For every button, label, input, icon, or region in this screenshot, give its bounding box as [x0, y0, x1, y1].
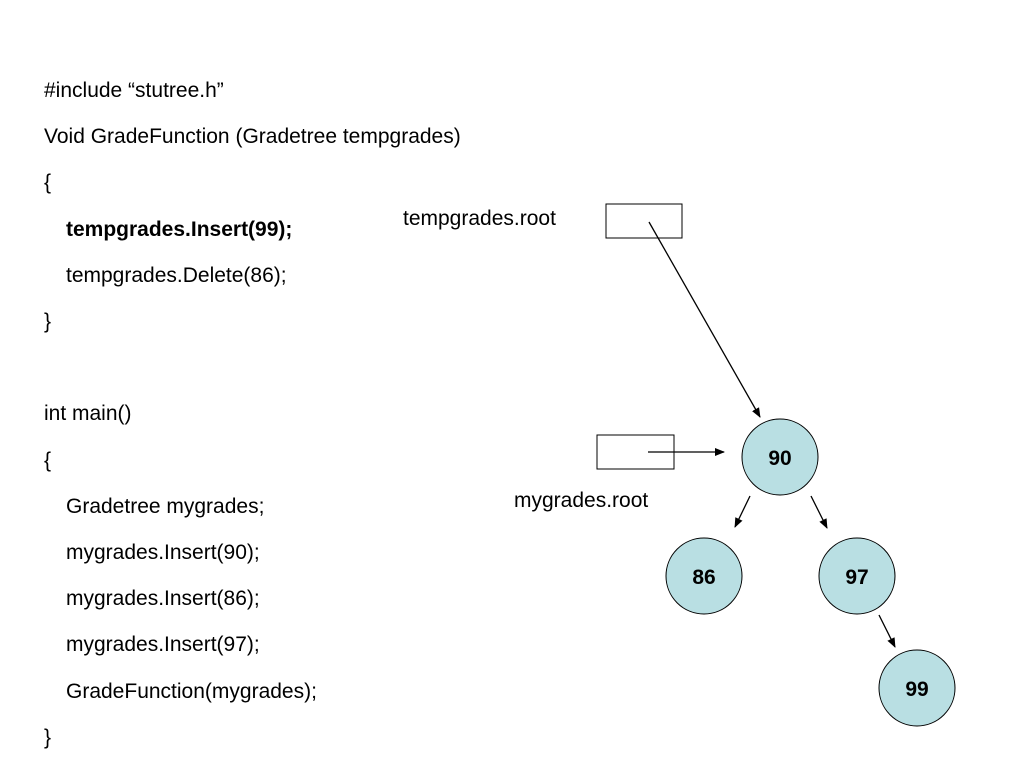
code-line: GradeFunction(mygrades); — [66, 679, 317, 703]
node-value: 90 — [768, 447, 791, 470]
tree-node-86: 86 — [665, 537, 743, 615]
tree-node-90: 90 — [741, 418, 819, 496]
edge-90-97 — [810, 495, 828, 529]
node-value: 86 — [692, 566, 715, 589]
node-value: 97 — [845, 566, 868, 589]
node-circle — [741, 418, 819, 496]
edge-97-99 — [878, 614, 896, 648]
node-circle — [665, 537, 743, 615]
code-line: tempgrades.Insert(99); — [66, 217, 293, 241]
code-line: mygrades.Insert(86); — [66, 587, 260, 611]
tempgrades-root-box — [605, 203, 683, 239]
mygrades-root-label: mygrades.root — [514, 489, 649, 512]
node-circle — [878, 649, 956, 727]
node-circle — [818, 537, 896, 615]
code-line: tempgrades.Delete(86); — [66, 263, 287, 287]
edge-90-86 — [734, 495, 751, 528]
tree-node-99: 99 — [878, 649, 956, 727]
code-line: } — [44, 310, 52, 333]
tempgrades-root-arrow — [648, 221, 761, 418]
tempgrades-root-label: tempgrades.root — [403, 207, 556, 230]
code-line: { — [44, 448, 52, 472]
code-line: Gradetree mygrades; — [66, 494, 265, 518]
tree-node-97: 97 — [818, 537, 896, 615]
code-line: Void GradeFunction (Gradetree tempgrades… — [44, 125, 461, 149]
code-line: mygrades.Insert(97); — [66, 633, 260, 657]
code-line: #include “stutree.h” — [44, 79, 224, 102]
code-line: { — [44, 171, 52, 195]
code-line: } — [44, 725, 52, 749]
code-line: mygrades.Insert(90); — [66, 541, 260, 564]
node-value: 99 — [905, 678, 928, 701]
code-line: int main() — [44, 402, 132, 426]
